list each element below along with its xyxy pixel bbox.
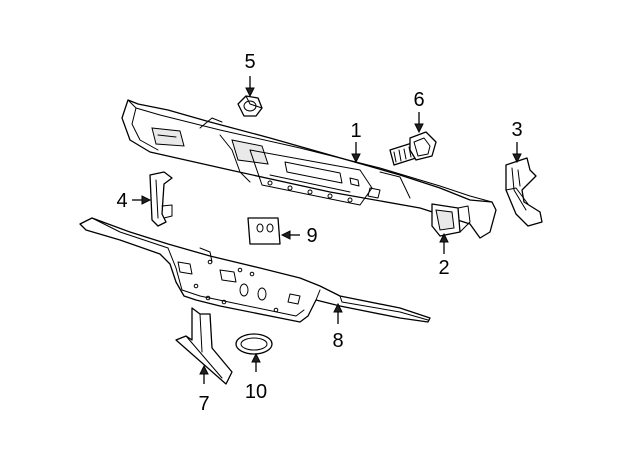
callout-2: 2	[438, 257, 449, 279]
callout-3: 3	[511, 119, 522, 141]
plug-part	[235, 333, 273, 355]
callout-labels: 5 6 1 3 4 2 9 8 7 10	[116, 51, 522, 415]
callout-1: 1	[350, 120, 361, 142]
arrow-10	[251, 352, 261, 363]
bumper-face-bar	[121, 99, 497, 239]
bolt-part	[389, 131, 437, 166]
plate-part	[247, 217, 281, 245]
callout-9: 9	[306, 225, 317, 247]
callout-4: 4	[116, 190, 127, 212]
arrow-5	[245, 87, 255, 98]
arrow-7	[199, 364, 209, 375]
arrow-1	[351, 153, 361, 164]
arrow-3	[512, 153, 522, 164]
callout-10: 10	[245, 381, 267, 403]
callout-6: 6	[413, 89, 424, 111]
nut-part	[237, 95, 263, 117]
arrow-6	[414, 123, 424, 134]
arrow-9	[280, 230, 291, 240]
left-bracket-part	[149, 171, 173, 227]
right-bracket-part	[505, 157, 543, 227]
arrow-4	[141, 195, 152, 205]
end-cap-part	[431, 203, 471, 237]
callout-8: 8	[332, 330, 343, 352]
arrow-8	[333, 302, 343, 313]
arrow-2	[439, 232, 449, 243]
strap-part	[175, 307, 233, 385]
impact-bar-part	[79, 217, 431, 323]
callout-5: 5	[244, 51, 255, 73]
callout-7: 7	[198, 393, 209, 415]
leader-lines	[132, 76, 522, 384]
